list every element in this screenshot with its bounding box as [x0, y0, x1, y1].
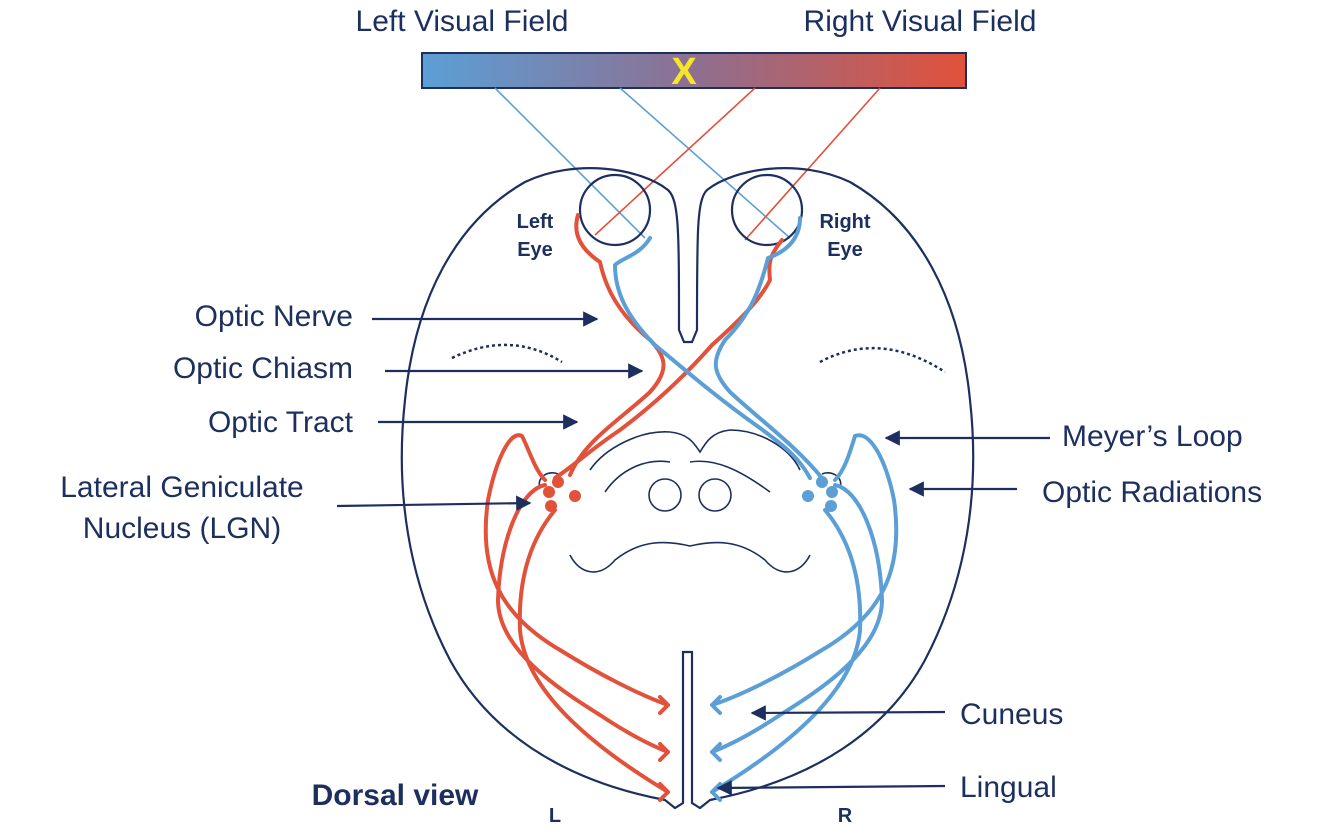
right-meyers-loop-blue	[710, 433, 899, 707]
cuneus-label: Cuneus	[960, 698, 1063, 731]
left-eye-globe	[578, 173, 652, 247]
right-lgn-dot-4	[825, 500, 837, 512]
cuneus-arrow	[750, 705, 946, 721]
left-temporal-fibers-red	[568, 213, 666, 477]
fixation-point-mark: X	[671, 51, 697, 93]
lingual-label: Lingual	[960, 771, 1057, 804]
midbrain-upper-outline	[589, 429, 801, 471]
right-hemisphere-label: R	[838, 805, 853, 827]
optic-radiations-label: Optic Radiations	[1042, 476, 1262, 509]
lingual-arrow	[716, 780, 946, 796]
left-terminal-branches-red	[658, 695, 670, 802]
optic-nerve-label: Optic Nerve	[195, 300, 353, 333]
left-lgn-dot-2	[552, 476, 564, 488]
right-optic-radiation-lower-blue	[710, 508, 863, 794]
left-nasal-fibers-blue	[613, 236, 812, 480]
ray-right-field-to-right-eye	[744, 87, 881, 241]
ray-right-field-to-left-eye	[594, 87, 756, 236]
right-optic-radiation-middle-blue	[710, 483, 884, 754]
right-visual-field-label: Right Visual Field	[804, 5, 1037, 38]
visual-field-bar	[421, 52, 967, 89]
meyers-loop-label: Meyer’s Loop	[1062, 420, 1243, 453]
right-colliculus	[698, 478, 732, 512]
right-eye-label-line2: Eye	[827, 239, 863, 261]
right-nasal-fibers-red	[553, 238, 784, 480]
lgn-label-line2: Nucleus (LGN)	[83, 512, 281, 545]
right-lgn-dot-2	[826, 486, 838, 498]
left-colliculus	[648, 478, 682, 512]
right-temporal-fibers-blue	[713, 216, 824, 480]
right-lgn-dot-3	[802, 490, 814, 502]
ray-left-field-to-right-eye	[619, 87, 791, 239]
left-eye-label-line1: Left	[517, 211, 554, 233]
lgn-label-line1: Lateral Geniculate	[60, 471, 304, 504]
right-temporal-pole-dotted-line	[819, 346, 946, 374]
lgn-arrow	[336, 495, 532, 511]
left-eye-label-line2: Eye	[517, 239, 553, 261]
dorsal-view-label: Dorsal view	[312, 779, 479, 812]
left-hemisphere-label: L	[549, 805, 561, 827]
left-visual-field-label: Left Visual Field	[356, 5, 569, 38]
left-lgn-dot-1	[543, 486, 555, 498]
right-eye-label-line1: Right	[819, 211, 870, 233]
brain-outline	[400, 167, 975, 810]
left-temporal-pole-dotted-line	[451, 343, 563, 364]
left-meyers-loop-red	[483, 433, 670, 707]
left-optic-radiation-middle-red	[496, 483, 670, 754]
right-eye-globe	[730, 173, 804, 247]
cerebellar-peduncle-outline	[569, 541, 811, 573]
left-lgn-dot-3	[569, 490, 581, 502]
right-lgn-dot-1	[816, 476, 828, 488]
optic-tract-label: Optic Tract	[208, 406, 354, 439]
midbrain-inner-outline	[604, 460, 771, 493]
left-optic-radiation-lower-red	[517, 508, 670, 794]
optic-chiasm-label: Optic Chiasm	[173, 352, 353, 385]
